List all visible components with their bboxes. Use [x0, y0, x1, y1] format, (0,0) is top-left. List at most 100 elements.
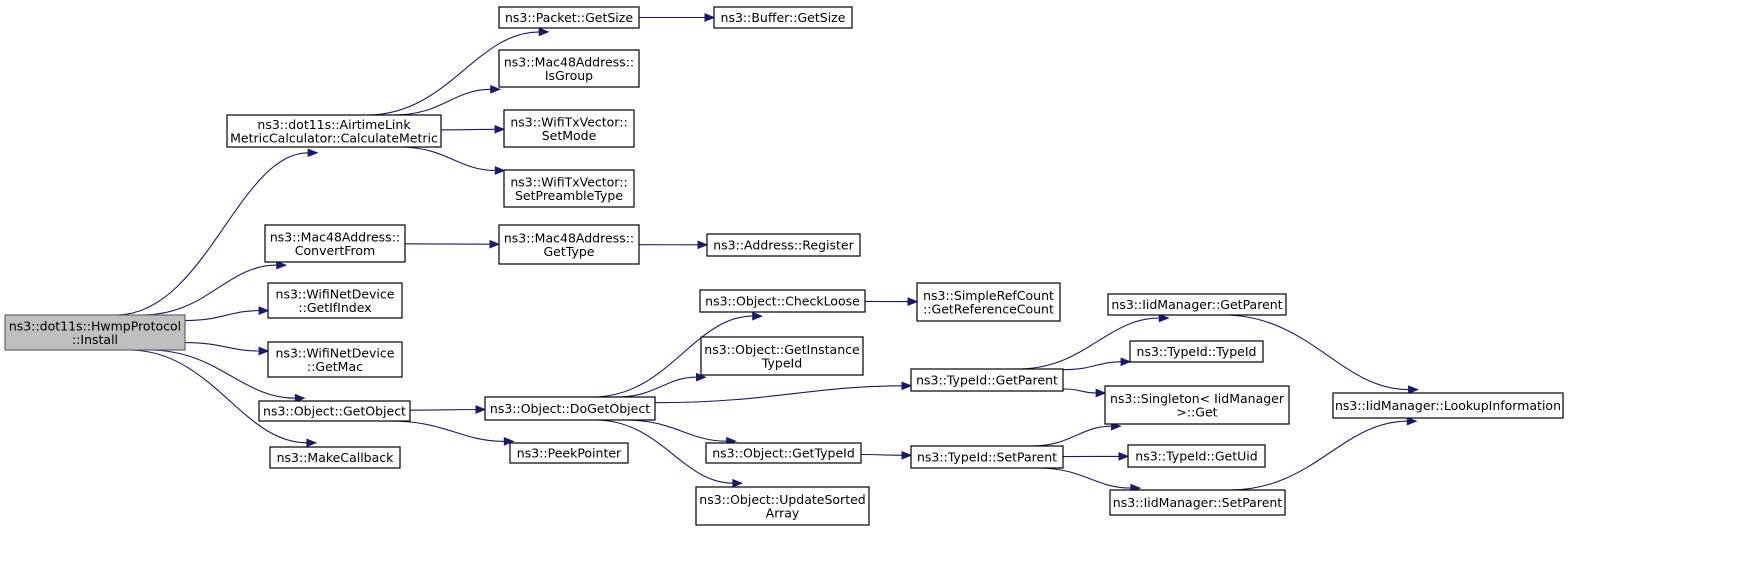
edge-line	[1037, 467, 1131, 489]
node-box	[1129, 340, 1264, 363]
edge-line	[592, 315, 753, 398]
node-getobject[interactable]: ns3::Object::GetObject	[258, 400, 411, 422]
arrowhead-icon	[1120, 357, 1132, 367]
node-box	[705, 442, 862, 464]
arrowhead-icon	[1158, 313, 1170, 323]
edge-line	[595, 419, 733, 484]
arrowhead-icon	[306, 438, 318, 448]
node-setpreamble[interactable]: ns3::WifiTxVector::SetPreambleType	[503, 169, 635, 208]
edge-line	[115, 152, 309, 316]
node-label-line: SetPreambleType	[515, 188, 623, 203]
node-box	[700, 336, 864, 376]
node-peekpointer[interactable]: ns3::PeekPointer	[509, 442, 629, 464]
node-box	[910, 368, 1064, 392]
node-convertfrom[interactable]: ns3::Mac48Address::ConvertFrom	[264, 224, 406, 263]
node-box	[1127, 444, 1266, 468]
arrowhead-icon	[503, 437, 515, 446]
node-getrefcount[interactable]: ns3::SimpleRefCount::GetReferenceCount	[916, 282, 1061, 322]
node-box	[1107, 293, 1287, 316]
node-label-line: ns3::SimpleRefCount	[923, 288, 1054, 303]
node-label-line: ns3::IidManager::LookupInformation	[1335, 398, 1561, 413]
node-typeidctor[interactable]: ns3::TypeId::TypeId	[1129, 340, 1264, 363]
edge-typeidsetparent-to-singletonget	[1031, 421, 1122, 447]
node-iidsetparent[interactable]: ns3::IidManager::SetParent	[1109, 489, 1286, 516]
node-typeidsetparent[interactable]: ns3::TypeId::SetParent	[910, 445, 1064, 469]
node-label-line: ::GetIfIndex	[298, 300, 371, 315]
node-box	[4, 314, 186, 351]
node-singletonget[interactable]: ns3::Singleton< IidManager >::Get	[1104, 385, 1290, 425]
node-register[interactable]: ns3::Address::Register	[706, 233, 861, 257]
node-label-line: MetricCalculator::CalculateMetric	[230, 130, 438, 145]
node-box	[498, 49, 640, 88]
node-label-line: ns3::Address::Register	[713, 238, 854, 253]
node-install[interactable]: ns3::dot11s::HwmpProtocol::Install	[4, 314, 186, 351]
arrowhead-icon	[294, 393, 306, 403]
node-label-line: ns3::dot11s::AirtimeLink	[257, 117, 411, 132]
node-box	[503, 169, 635, 208]
edge-line	[625, 419, 727, 442]
node-getifindex[interactable]: ns3::WifiNetDevice::GetIfIndex	[267, 282, 403, 319]
node-dogetobject[interactable]: ns3::Object::DoGetObject	[484, 396, 656, 421]
node-calcmetric[interactable]: ns3::dot11s::AirtimeLinkMetricCalculator…	[226, 114, 442, 148]
node-setmode[interactable]: ns3::WifiTxVector::SetMode	[503, 109, 635, 148]
edge-install-to-makecallback	[128, 349, 318, 448]
node-label-line: ::Install	[72, 332, 118, 347]
edge-install-to-getmac	[184, 342, 270, 356]
arrowhead-icon	[901, 381, 913, 391]
node-makecallback[interactable]: ns3::MakeCallback	[269, 446, 401, 469]
node-typeidgetparent[interactable]: ns3::TypeId::GetParent	[910, 368, 1064, 392]
edge-line	[394, 88, 491, 116]
edge-line	[1062, 361, 1122, 371]
node-packetgetsize[interactable]: ns3::Packet::GetSize	[498, 6, 640, 29]
edge-typeidsetparent-to-getuid	[1062, 452, 1130, 461]
edge-line	[399, 146, 496, 172]
node-getmac[interactable]: ns3::WifiNetDevice::GetMac	[267, 341, 403, 378]
arrowhead-icon	[494, 124, 506, 134]
node-box	[484, 396, 656, 421]
node-box	[267, 341, 403, 378]
edge-install-to-getifindex	[184, 306, 270, 322]
node-label-line: ns3::Object::GetObject	[263, 404, 406, 419]
edge-line	[1223, 314, 1409, 391]
edge-install-to-convertfrom	[142, 260, 288, 316]
node-gettype[interactable]: ns3::Mac48Address::GetType	[498, 224, 640, 265]
arrowhead-icon	[1118, 452, 1130, 461]
edge-line	[390, 420, 505, 442]
node-box	[267, 282, 403, 319]
node-lookupinfo[interactable]: ns3::IidManager::LookupInformation	[1332, 392, 1564, 419]
node-label-line: ns3::WifiTxVector::	[510, 114, 627, 129]
edge-getobject-to-peekpointer	[390, 420, 515, 446]
edge-line	[184, 342, 260, 352]
node-label-line: ns3::IidManager::GetParent	[1111, 297, 1282, 312]
arrowhead-icon	[490, 84, 502, 94]
edge-calcmetric-to-setpreamble	[399, 146, 506, 175]
edge-line	[1031, 425, 1112, 447]
arrowhead-icon	[489, 239, 501, 249]
node-label-line: ns3::Mac48Address::	[504, 54, 634, 69]
arrowhead-icon	[258, 306, 270, 315]
arrowhead-icon	[258, 346, 270, 356]
node-bufgetsize[interactable]: ns3::Buffer::GetSize	[713, 6, 853, 29]
node-box	[1109, 489, 1286, 516]
node-objgettypeid[interactable]: ns3::Object::GetTypeId	[705, 442, 862, 464]
node-label-line: ns3::Object::CheckLoose	[705, 294, 860, 309]
node-checkloose[interactable]: ns3::Object::CheckLoose	[699, 289, 866, 313]
node-iidgetparent[interactable]: ns3::IidManager::GetParent	[1107, 293, 1287, 316]
node-label-line: >::Get	[1176, 404, 1217, 419]
node-label-line: SetMode	[542, 128, 597, 143]
edge-line	[440, 128, 496, 131]
edge-line	[148, 349, 296, 399]
arrowhead-icon	[1406, 416, 1418, 426]
edge-line	[1229, 420, 1408, 491]
arrowhead-icon	[752, 311, 764, 321]
edge-dogetobject-to-typeidgetparent	[654, 381, 913, 404]
node-label-line: ns3::Object::GetInstance	[704, 342, 860, 357]
node-box	[498, 6, 640, 29]
node-getuid[interactable]: ns3::TypeId::GetUid	[1127, 444, 1266, 468]
edge-line	[616, 376, 697, 398]
edge-packetgetsize-to-bufgetsize	[639, 13, 716, 22]
node-isgroup[interactable]: ns3::Mac48Address::IsGroup	[498, 49, 640, 88]
